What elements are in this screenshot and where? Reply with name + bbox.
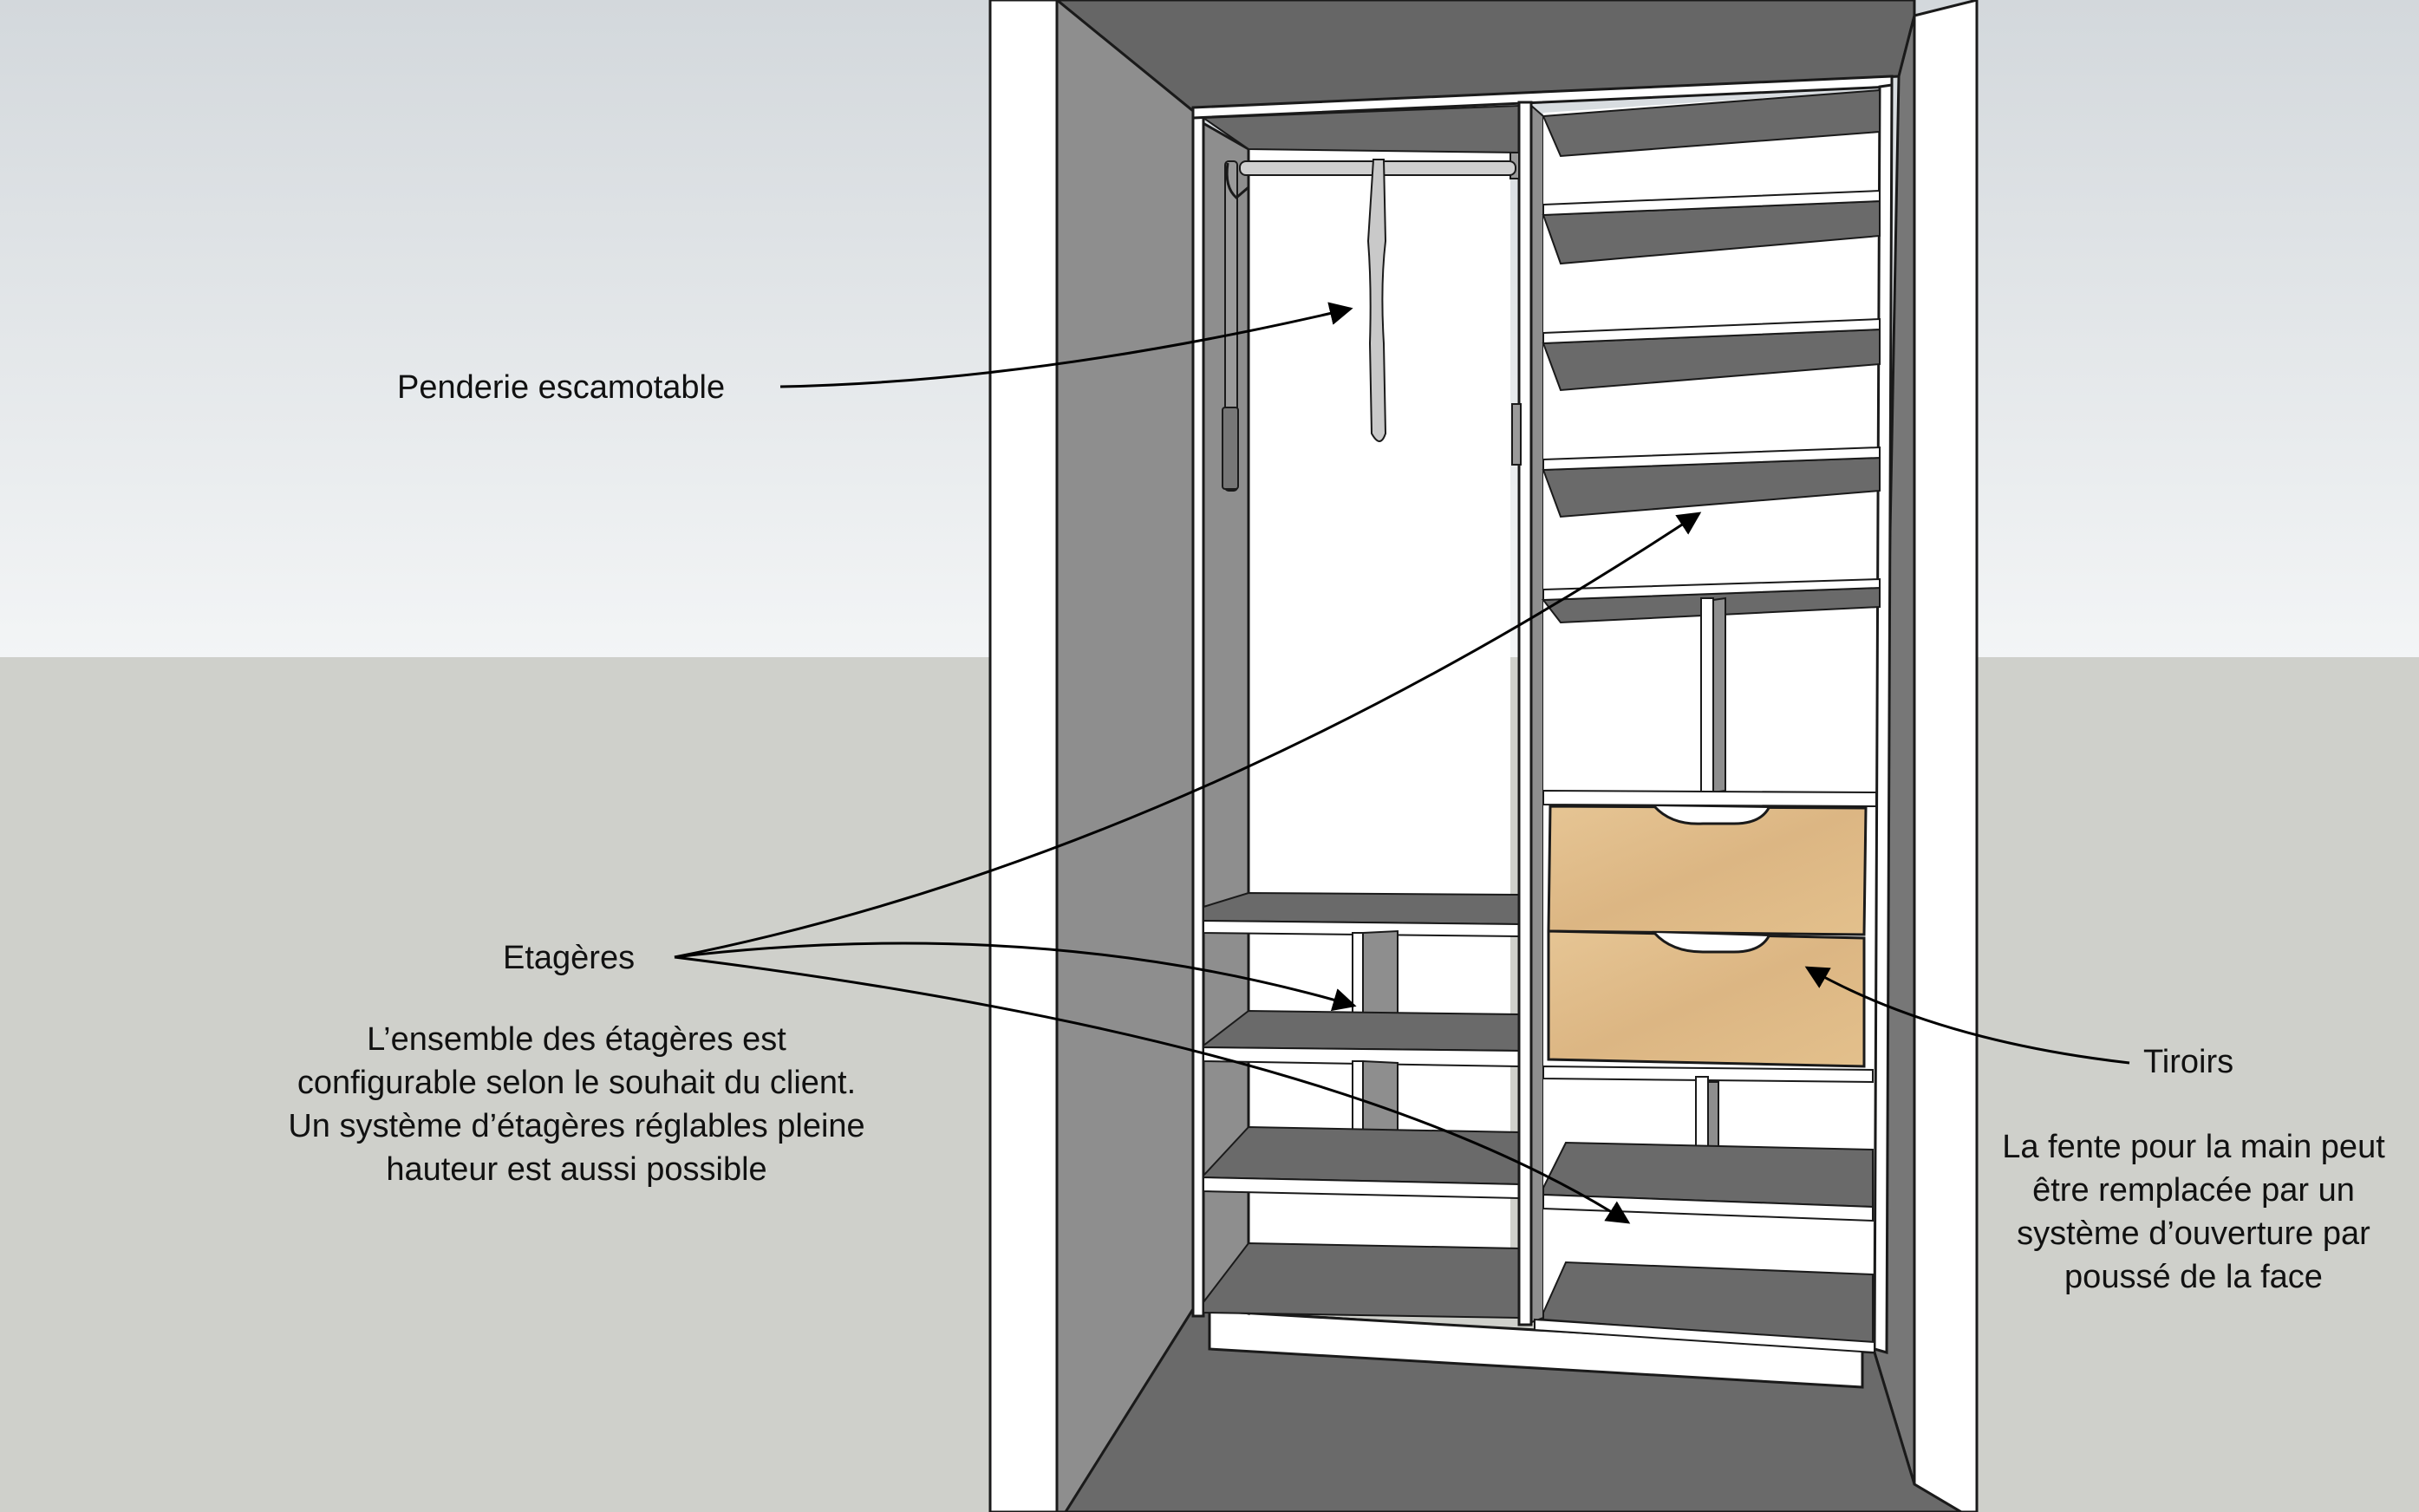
rail-left-hinge (1225, 162, 1249, 199)
note-shelves-line-1: L’ensemble des étagères est (367, 1021, 786, 1058)
right-shelf-5-edge (1542, 789, 1877, 808)
right-bottom-top (1542, 1261, 1874, 1346)
right-shelf-4-edge (1542, 577, 1881, 602)
arrow-shelves-bottom (674, 955, 1631, 1224)
note-shelves-line-3: Un système d’étagères réglables pleine (288, 1108, 865, 1144)
left-shelf-1-top (1203, 891, 1520, 926)
label-hanging-rail: Penderie escamotable (397, 369, 726, 406)
right-shelf-7-top (1542, 1141, 1874, 1209)
left-divider-1-side (1362, 929, 1399, 1016)
drawer-upper-handle-slot (1653, 805, 1770, 825)
left-shelf-3-top (1203, 1125, 1520, 1186)
front-wall-left (988, 0, 1059, 1512)
drawer-lower-front (1547, 929, 1866, 1068)
right-divider-upper-side (1712, 596, 1726, 794)
arrow-shelves-left (674, 942, 1357, 1012)
note-drawers-line-2: être remplacée par un (2032, 1172, 2355, 1209)
alcove-left-wall (1055, 0, 1195, 1512)
arrow-drawers (1804, 966, 2130, 1065)
rail-right-lock (1511, 403, 1522, 466)
note-shelves-line-4: hauteur est aussi possible (386, 1151, 767, 1188)
note-shelves: L’ensemble des étagères est configurable… (225, 1018, 928, 1191)
right-shelf-1-edge (1542, 189, 1881, 217)
arrow-shelves-right (674, 512, 1702, 959)
note-shelves-line-2: configurable selon le souhait du client. (297, 1065, 857, 1101)
label-shelves: Etagères (503, 940, 636, 976)
note-drawers-line-4: poussé de la face (2064, 1259, 2323, 1295)
right-shelf-7-edge (1542, 1193, 1874, 1222)
note-drawers-line-3: système d’ouverture par (2017, 1215, 2370, 1252)
pull-down-handle (1366, 159, 1387, 442)
right-top-inner (1542, 88, 1881, 158)
rail-left-lock (1222, 407, 1239, 490)
right-shelf-2-edge (1542, 317, 1881, 345)
right-bottom-edge (1534, 1318, 1875, 1354)
right-shelf-6-edge (1542, 1065, 1874, 1084)
right-divider-upper-edge (1700, 597, 1714, 793)
left-bottom-top (1203, 1242, 1520, 1320)
annotation-arrows (674, 302, 2130, 1224)
right-shelf-3-edge (1542, 446, 1881, 472)
drawer-lower-handle-slot (1653, 931, 1770, 954)
note-drawers-line-1: La fente pour la main peut (2002, 1129, 2385, 1165)
left-divider-2-side (1362, 1059, 1399, 1137)
left-shelf-2-top (1203, 1009, 1520, 1053)
right-side-panel-edge (1873, 83, 1894, 1354)
drawer-upper-front (1547, 805, 1868, 936)
central-partition-edge (1517, 101, 1533, 1326)
left-side-panel-edge (1191, 113, 1205, 1318)
arrow-hanging-rail (779, 302, 1353, 388)
note-drawers: La fente pour la main peut être remplacé… (1951, 1125, 2419, 1299)
label-drawers: Tiroirs (2143, 1044, 2234, 1080)
